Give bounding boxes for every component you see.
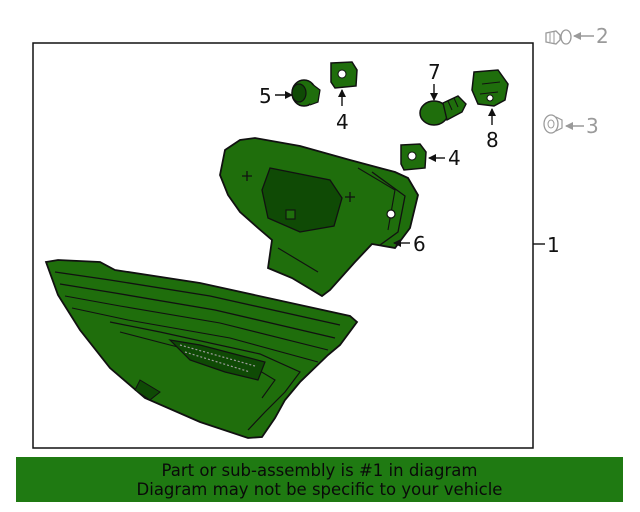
screw-part-2 bbox=[545, 29, 572, 45]
lamp-housing bbox=[219, 137, 419, 298]
callout-6: 6 bbox=[413, 232, 426, 256]
nut-part-3 bbox=[543, 114, 563, 134]
disclaimer-banner: Part or sub-assembly is #1 in diagram Di… bbox=[16, 457, 623, 502]
socket-part-8 bbox=[471, 69, 509, 107]
callout-1: 1 bbox=[547, 233, 560, 257]
callout-3: 3 bbox=[586, 114, 599, 138]
callout-8: 8 bbox=[486, 128, 499, 152]
clip-nut-part-4-top bbox=[330, 61, 358, 89]
banner-line-2: Diagram may not be specific to your vehi… bbox=[136, 479, 503, 499]
callout-5: 5 bbox=[259, 84, 272, 108]
banner-line-1: Part or sub-assembly is #1 in diagram bbox=[161, 460, 478, 480]
tail-lamp-assembly bbox=[44, 259, 359, 439]
clip-nut-part-4-right bbox=[400, 143, 427, 171]
callout-7: 7 bbox=[428, 60, 441, 84]
bulb-part-7 bbox=[419, 95, 467, 126]
callout-2: 2 bbox=[596, 24, 609, 48]
callout-4-right: 4 bbox=[448, 146, 461, 170]
callout-4-top: 4 bbox=[336, 110, 349, 134]
